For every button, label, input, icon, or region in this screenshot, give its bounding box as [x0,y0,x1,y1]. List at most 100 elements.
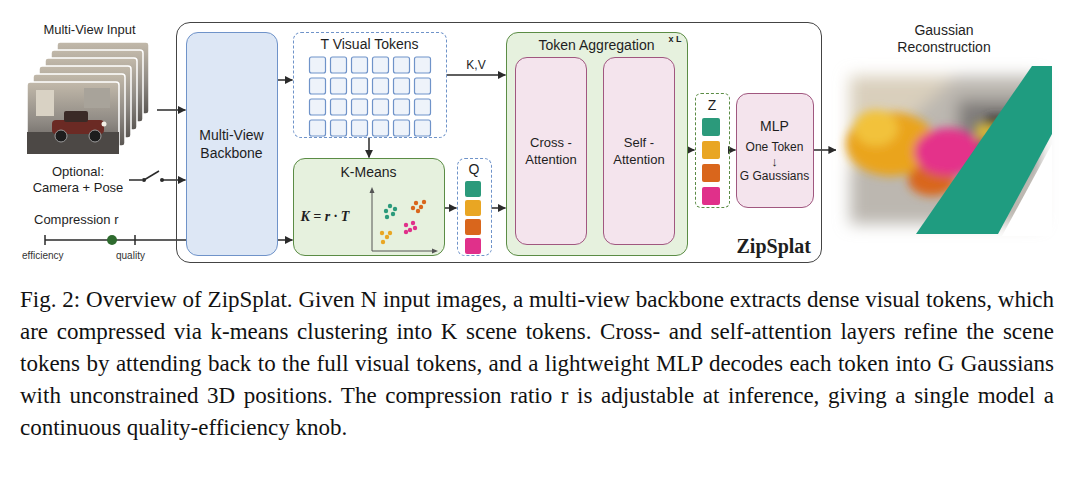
illustration-part [330,99,346,115]
illustration-part [144,171,159,180]
illustration-part [372,120,388,136]
edge-label: K,V [464,58,487,72]
illustration-part [372,250,434,251]
illustration-part [393,99,409,115]
compression-slider: Compression r [26,212,150,248]
illustration-part [465,219,481,235]
illustration-part [412,225,416,229]
illustration-part [1002,144,1052,236]
illustration-part [702,187,720,205]
optional-input: Optional: Camera + Pose [30,162,172,198]
illustration-part [702,141,720,159]
box-title: Z [696,94,729,113]
box-note: One Token [746,140,804,154]
illustration-part [351,120,367,136]
illustration-part [330,57,346,73]
arrow-connector [730,149,736,151]
illustration-part [414,120,430,136]
heading: Gaussian Reconstruction [884,22,1004,56]
illustration-part [410,205,414,209]
arrow-connector [278,79,293,81]
box-label: Cross - Attention [520,134,582,168]
illustration-part [421,199,425,203]
illustration-part [351,78,367,94]
illustration-part [129,179,142,181]
illustration-part [854,110,898,146]
box-title: T Visual Tokens [294,33,446,52]
box-title: Q [458,159,491,177]
illustration-part [393,78,409,94]
illustration-part [702,164,720,182]
box-label: Self - Attention [608,134,670,168]
illustration-part [309,99,325,115]
illustration-part [372,99,388,115]
illustration-part [36,90,54,116]
input-images: Multi-View Input [22,20,157,162]
arrow-connector [157,109,186,111]
illustration-part [379,230,391,243]
input-label: Optional: Camera + Pose [30,164,126,196]
illustration-part [351,99,367,115]
illustration-part [134,235,136,245]
kmeans-box: K-Means K = r · T [293,158,445,256]
illustration-part [418,204,422,208]
output-render: Gaussian Reconstruction [836,22,1052,238]
illustration-part [390,211,394,215]
illustration-part [309,57,430,136]
box-title: Token Aggregation [507,33,687,53]
illustration-part [309,57,325,73]
illustration-part [432,248,438,253]
box-note: G Gaussians [740,169,809,183]
illustration-part [309,120,325,136]
model-frame: ZipSplatMulti-View Backbone T Visual Tok… [176,22,822,263]
heading: Multi-View Input [22,20,157,37]
illustration-part [380,239,384,243]
illustration-part [384,234,388,238]
illustration-part [351,57,367,73]
illustration-part [27,82,119,154]
box-title: K-Means [294,159,444,180]
illustration-part [107,235,117,245]
illustration-part [403,229,407,233]
illustration-part [371,191,372,251]
illustration-part [44,235,46,245]
query-group: Q [457,158,492,256]
illustration-part [393,120,409,136]
figure-caption: Fig. 2: Overview of ZipSplat. Given N in… [20,284,1054,444]
illustration-part [387,203,391,207]
illustration-part [465,200,481,216]
illustration-part [369,187,374,193]
illustration-part [702,118,720,136]
illustration-part [162,179,172,181]
illustration-part [89,130,101,142]
illustration-part [84,88,110,108]
illustration-part [403,222,407,226]
arrow-connector [688,149,695,151]
model-name: ZipSplat [737,235,811,258]
illustration-part [372,57,388,73]
arrow-connector [445,207,457,209]
illustration-part [410,220,414,224]
formula: K = r · T [301,209,350,225]
illustration-part [64,111,88,122]
mlp-box: MLPOne Token↓G Gaussians [736,93,814,208]
illustration-part [379,230,383,234]
repeat-count: x L [668,34,681,44]
attention-box: Cross - Attention [515,57,587,245]
illustration-part [413,200,417,204]
illustration-part [393,57,409,73]
illustration-part [384,214,388,218]
illustration-part [387,230,391,234]
illustration-part [414,99,430,115]
illustration-part [383,203,396,218]
slider-label: Compression r [34,212,119,227]
illustration-part [403,220,416,233]
illustration-part [372,78,388,94]
illustration-part [102,122,107,127]
attention-box: Self - Attention [603,57,675,245]
illustration-part [465,181,481,197]
illustration-part [415,208,419,212]
illustration-part [414,78,430,94]
arrow-connector [814,149,837,151]
arrow-connector [368,138,370,158]
